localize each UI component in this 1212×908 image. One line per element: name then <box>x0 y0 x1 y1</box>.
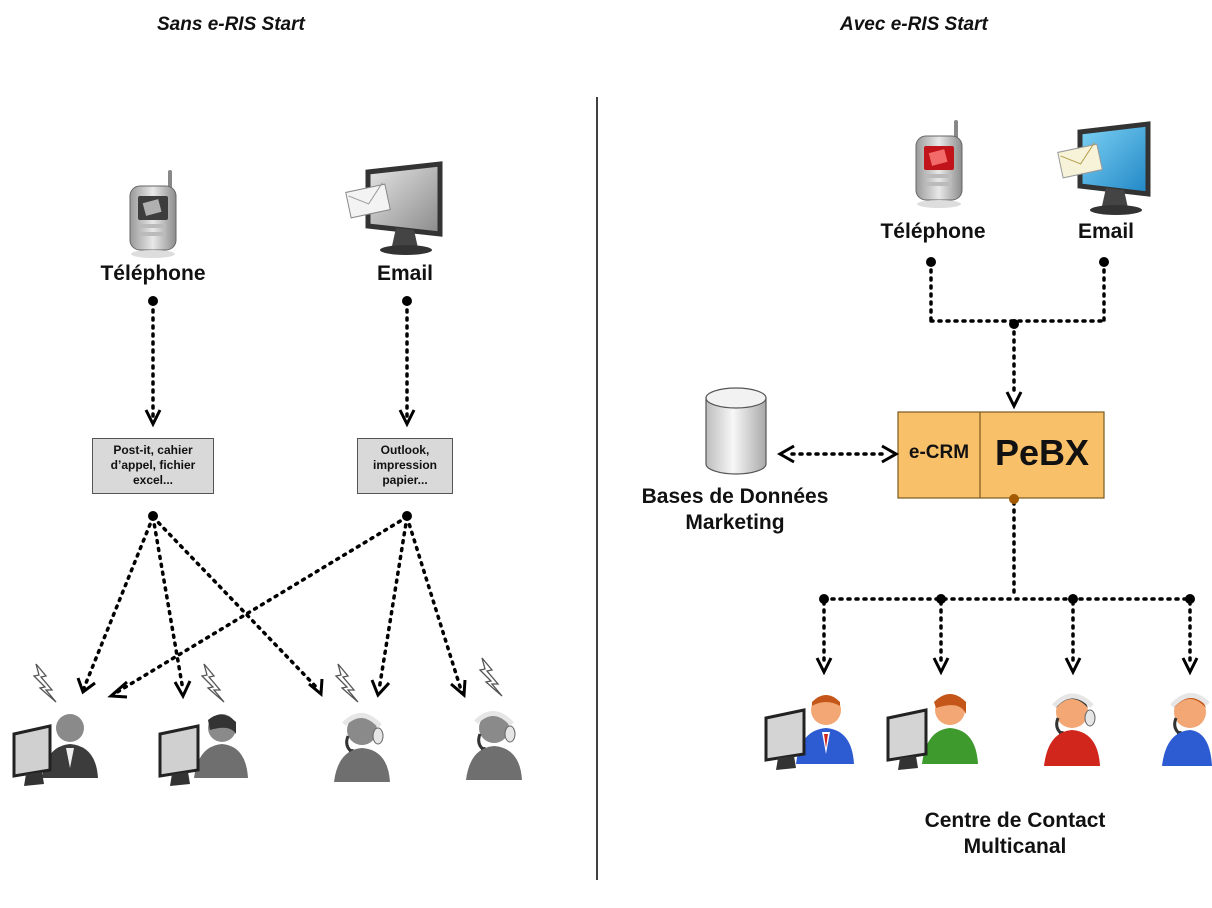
database-label-line2: Marketing <box>685 511 785 534</box>
agent-computer-icon <box>764 695 854 770</box>
lightning-icon <box>334 663 359 703</box>
contact-center-line1: Centre de Contact <box>924 809 1106 832</box>
ecrm-label: e-CRM <box>908 442 970 463</box>
lightning-icon <box>478 657 503 697</box>
left-phone-label: Téléphone <box>100 262 206 285</box>
agent-headset-icon <box>334 713 390 782</box>
left-heading: Sans e-RIS Start <box>157 14 305 35</box>
agent-computer-icon <box>158 714 248 786</box>
lightning-icons <box>32 657 503 703</box>
agent-headset-icon <box>466 711 522 780</box>
left-connectors <box>82 300 464 696</box>
database-label: Bases de Données Marketing <box>620 484 850 536</box>
phone-tools-box: Post-it, cahier d’appel, fichier excel..… <box>92 438 214 494</box>
pebx-label: PeBX <box>994 432 1090 473</box>
agent-computer-icon <box>886 694 978 770</box>
mobile-phone-icon <box>129 170 177 258</box>
mobile-phone-icon <box>915 120 963 208</box>
right-heading: Avec e-RIS Start <box>840 14 988 35</box>
lightning-icon <box>32 663 57 703</box>
contact-center-label: Centre de Contact Multicanal <box>880 808 1150 860</box>
right-dots <box>819 257 1195 604</box>
email-monitor-icon <box>1057 121 1151 215</box>
right-phone-label: Téléphone <box>880 220 986 243</box>
agent-computer-icon <box>12 714 98 786</box>
contact-center-line2: Multicanal <box>963 835 1067 858</box>
database-label-line1: Bases de Données <box>641 485 829 508</box>
right-email-label: Email <box>1077 220 1135 243</box>
pebx-platform <box>897 411 1105 499</box>
left-arrowheads <box>76 409 467 700</box>
left-dots <box>148 296 412 521</box>
email-monitor-icon <box>345 161 443 255</box>
right-arrowheads <box>776 391 1199 676</box>
lightning-icon <box>200 663 225 703</box>
email-tools-box: Outlook, impression papier... <box>357 438 453 494</box>
agent-headset-icon <box>1162 693 1212 766</box>
agent-headset-icon <box>1044 693 1100 766</box>
database-cylinder-icon <box>705 387 767 475</box>
left-email-label: Email <box>376 262 434 285</box>
